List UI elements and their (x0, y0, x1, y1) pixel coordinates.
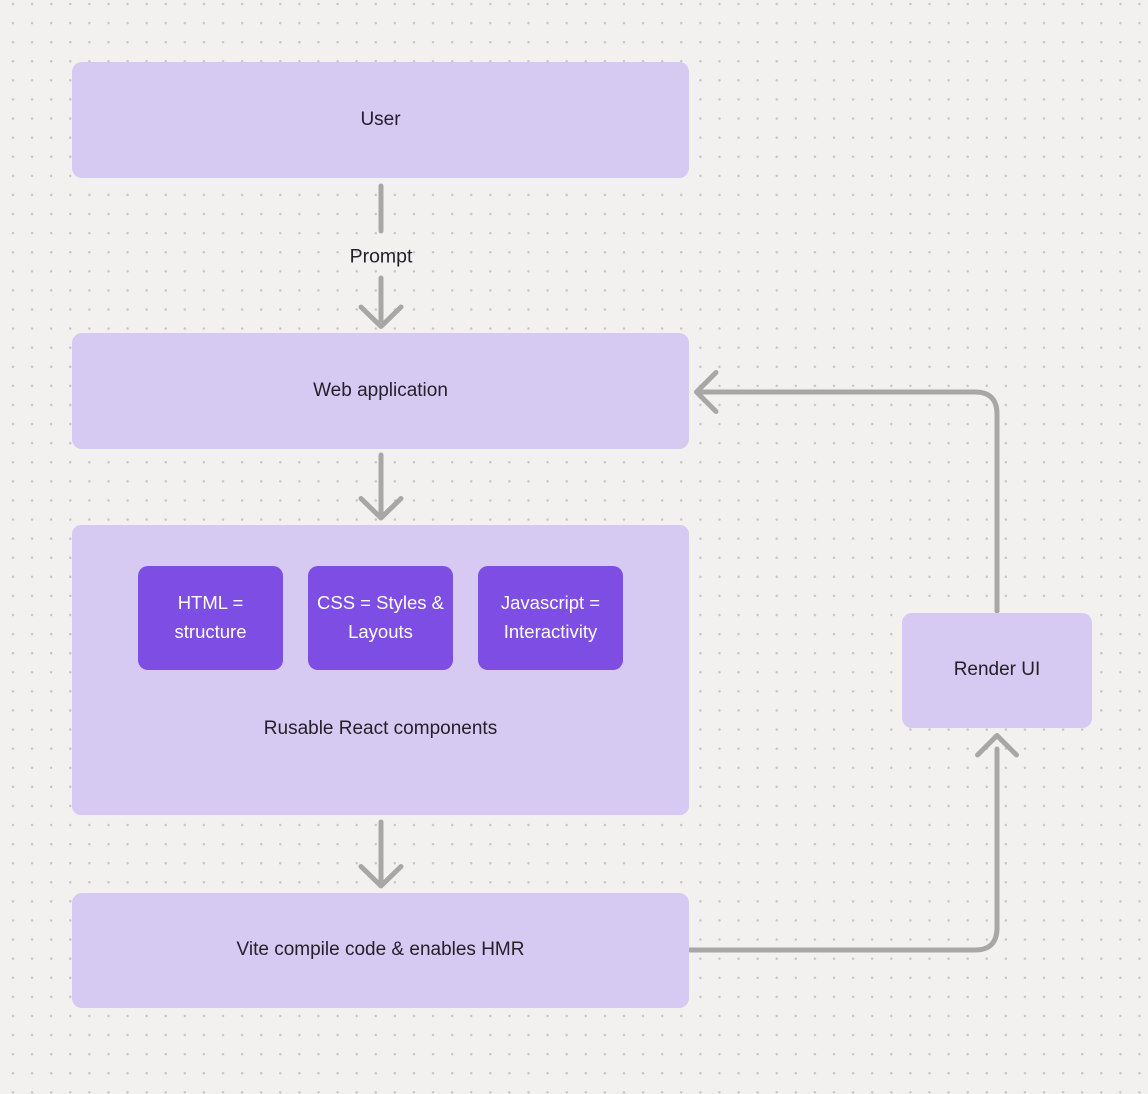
arrowhead-left-webapp-icon (694, 370, 719, 414)
edge-render-to-webapp-line (698, 389, 1000, 614)
node-user-label: User (360, 108, 401, 130)
node-render-ui[interactable]: Render UI (902, 613, 1092, 728)
node-javascript-label: Javascript = Interactivity (500, 592, 601, 642)
node-html[interactable]: HTML = structure (138, 566, 283, 670)
node-render-ui-label: Render UI (953, 659, 1041, 681)
arrowhead-down-webapp-icon (358, 304, 404, 329)
node-web-application[interactable]: Web application (72, 333, 689, 449)
node-user[interactable]: User (72, 62, 689, 178)
node-css[interactable]: CSS = Styles & Layouts (308, 566, 453, 670)
components-group-caption: Rusable React components (263, 718, 498, 739)
node-vite-label: Vite compile code & enables HMR (236, 939, 525, 961)
node-css-label: CSS = Styles & Layouts (317, 592, 444, 642)
node-javascript[interactable]: Javascript = Interactivity (478, 566, 623, 670)
arrowhead-down-vite-icon (358, 864, 404, 889)
node-html-label: HTML = structure (174, 592, 247, 642)
edge-label-prompt: Prompt (349, 245, 413, 268)
node-web-application-label: Web application (313, 379, 448, 401)
node-components-group[interactable]: HTML = structure CSS = Styles & Layouts … (72, 525, 689, 815)
edge-vite-to-render-line (687, 746, 1000, 953)
arrowhead-up-render-icon (975, 733, 1019, 758)
node-vite[interactable]: Vite compile code & enables HMR (72, 893, 689, 1008)
arrowhead-down-group-icon (358, 496, 404, 521)
